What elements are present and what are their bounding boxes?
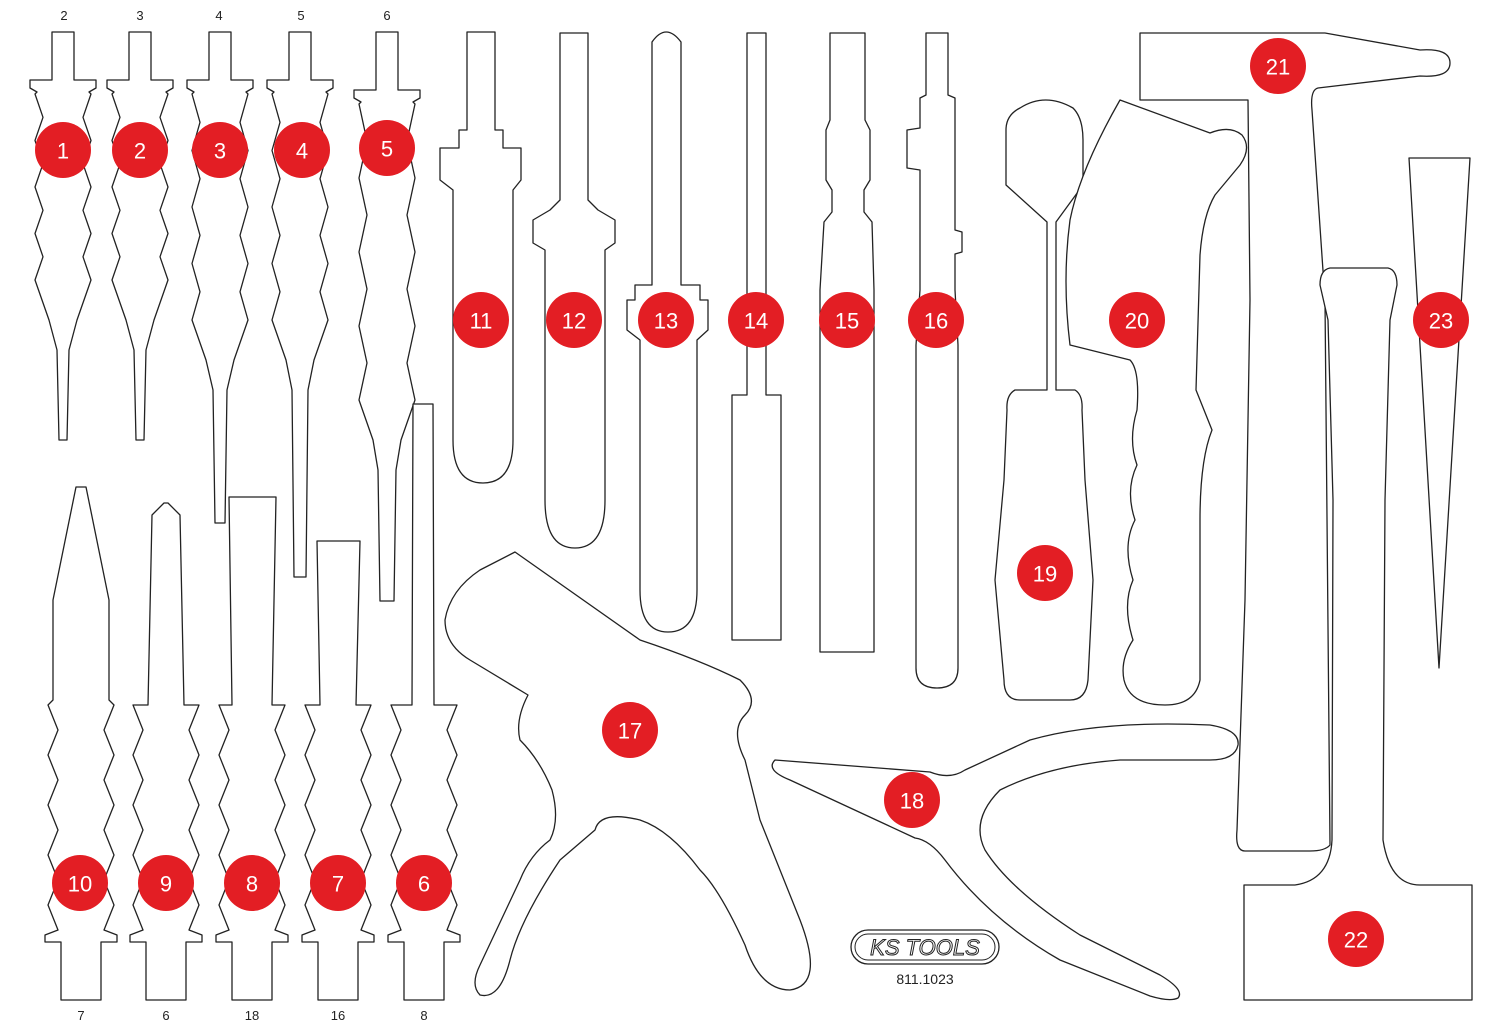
position-marker-22: 22 <box>1328 911 1384 967</box>
size-label-bottom-6: 8 <box>420 1008 427 1023</box>
position-marker-9: 9 <box>138 855 194 911</box>
marker-number: 6 <box>418 872 430 897</box>
punch-8-cutout <box>215 496 289 1001</box>
size-label-bottom-8: 18 <box>245 1008 259 1023</box>
punch-4-cutout <box>266 31 334 578</box>
size-label-top-1: 2 <box>60 8 67 23</box>
marker-number: 21 <box>1266 55 1290 80</box>
punch-1-cutout <box>29 31 97 441</box>
spatula-19-cutout <box>994 99 1094 701</box>
marker-number: 7 <box>332 872 344 897</box>
marker-number: 8 <box>246 872 258 897</box>
position-marker-13: 13 <box>638 292 694 348</box>
marker-number: 20 <box>1125 309 1149 334</box>
size-label-bottom-7: 16 <box>331 1008 345 1023</box>
position-marker-18: 18 <box>884 772 940 828</box>
marker-number: 15 <box>835 309 859 334</box>
mallet-22-cutout <box>1243 267 1473 1001</box>
position-marker-2: 2 <box>112 122 168 178</box>
marker-number: 16 <box>924 309 948 334</box>
marker-number: 11 <box>470 309 493 334</box>
position-marker-4: 4 <box>274 122 330 178</box>
punch-10-cutout <box>44 486 118 1001</box>
punch-6-cutout <box>387 403 461 1001</box>
size-label-bottom-10: 7 <box>77 1008 84 1023</box>
position-marker-10: 10 <box>52 855 108 911</box>
marker-number: 9 <box>160 872 172 897</box>
position-marker-6: 6 <box>396 855 452 911</box>
screwdriver-11-cutout <box>439 31 522 484</box>
position-marker-20: 20 <box>1109 292 1165 348</box>
position-marker-1: 1 <box>35 122 91 178</box>
part-number: 811.1023 <box>896 971 954 987</box>
marker-number: 13 <box>654 309 678 334</box>
position-marker-11: 11 <box>453 292 509 348</box>
position-marker-7: 7 <box>310 855 366 911</box>
position-marker-16: 16 <box>908 292 964 348</box>
pliers-18-cutout <box>771 723 1239 1001</box>
marker-number: 4 <box>296 139 308 164</box>
marker-number: 14 <box>744 309 768 334</box>
hammer-21-cutout <box>1139 32 1451 852</box>
size-label-top-3: 4 <box>215 8 222 23</box>
position-marker-17: 17 <box>602 702 658 758</box>
position-marker-19: 19 <box>1017 545 1073 601</box>
marker-number: 5 <box>381 137 393 162</box>
punch-7-cutout <box>301 540 375 1001</box>
marker-number: 2 <box>134 139 146 164</box>
position-marker-14: 14 <box>728 292 784 348</box>
position-marker-8: 8 <box>224 855 280 911</box>
wedge-23-cutout <box>1408 157 1471 669</box>
marker-number: 23 <box>1429 309 1453 334</box>
position-marker-21: 21 <box>1250 38 1306 94</box>
punch-3-cutout <box>186 31 254 524</box>
punch-5-cutout <box>353 31 421 602</box>
size-label-bottom-9: 6 <box>162 1008 169 1023</box>
size-label-top-5: 6 <box>383 8 390 23</box>
screwdriver-16-cutout <box>906 32 963 689</box>
position-marker-5: 5 <box>359 120 415 176</box>
position-marker-23: 23 <box>1413 292 1469 348</box>
size-label-top-4: 5 <box>297 8 304 23</box>
grip-gun-17-cutout <box>444 551 812 997</box>
position-marker-12: 12 <box>546 292 602 348</box>
size-label-top-2: 3 <box>136 8 143 23</box>
logo-text: KS TOOLS <box>870 935 980 960</box>
marker-number: 18 <box>900 789 924 814</box>
marker-number: 19 <box>1033 562 1057 587</box>
punch-2-cutout <box>106 31 174 441</box>
punch-9-cutout <box>129 502 203 1001</box>
marker-number: 10 <box>68 872 92 897</box>
position-marker-3: 3 <box>192 122 248 178</box>
marker-number: 1 <box>57 139 69 164</box>
screwdriver-12-cutout <box>532 32 616 549</box>
marker-number: 17 <box>618 719 642 744</box>
scraper-20-cutout <box>1065 99 1248 706</box>
marker-number: 12 <box>562 309 586 334</box>
ks-tools-logo: KS TOOLS 811.1023 <box>850 929 1000 987</box>
position-marker-15: 15 <box>819 292 875 348</box>
marker-number: 22 <box>1344 928 1368 953</box>
marker-number: 3 <box>214 139 226 164</box>
